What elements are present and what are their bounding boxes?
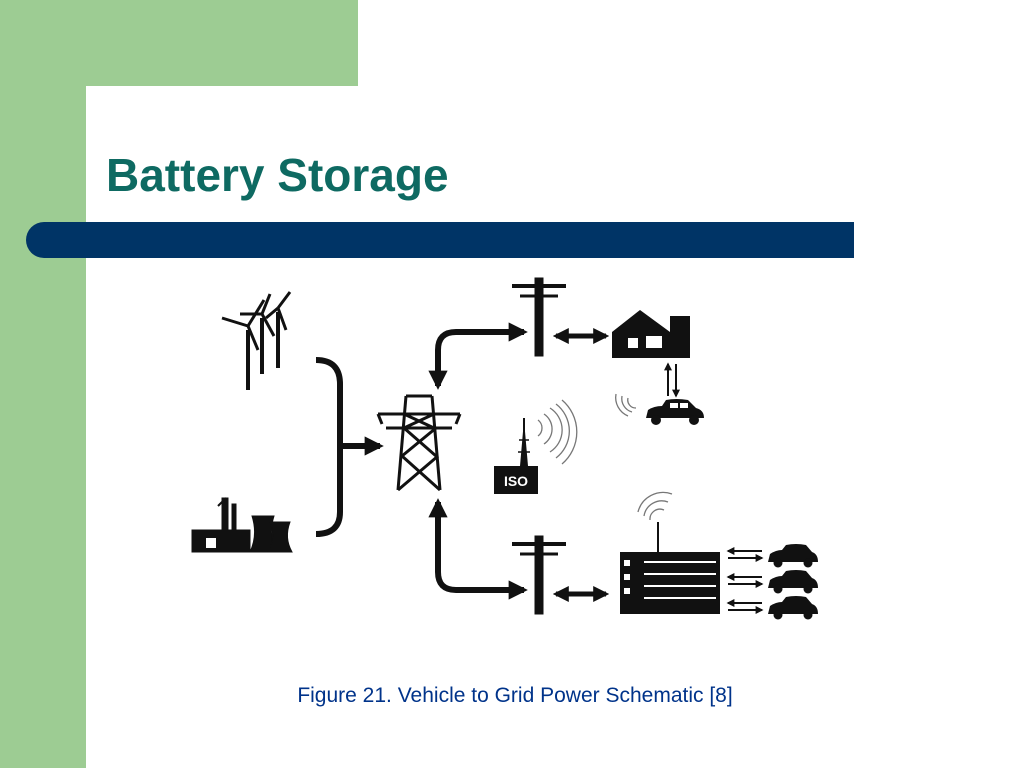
figure-caption: Figure 21. Vehicle to Grid Power Schemat… (297, 684, 733, 707)
supply-connector (315, 357, 343, 537)
v2g-schematic: ISO (191, 277, 818, 620)
car-signal-icon (615, 393, 637, 417)
transmission-tower-icon (376, 394, 462, 492)
title-underline-bar (26, 222, 854, 258)
top-feed-arrow (428, 322, 528, 390)
utility-pole-bottom-icon (512, 535, 566, 615)
iso-tower-icon: ISO (494, 399, 578, 494)
car-icon (768, 570, 818, 594)
power-plant-icon (191, 497, 293, 553)
green-side-strip (0, 0, 86, 768)
wind-turbine-icon (221, 291, 292, 390)
rounded-corner (86, 86, 146, 146)
garage-signal-icon (637, 491, 673, 552)
utility-pole-top-icon (512, 277, 566, 357)
iso-label: ISO (504, 473, 528, 489)
slide-title: Battery Storage (106, 149, 449, 201)
car-icon (646, 399, 704, 425)
car-icon (768, 596, 818, 620)
parking-garage-icon (620, 552, 720, 614)
bottom-feed-arrow (428, 498, 528, 600)
car-icon (768, 544, 818, 568)
garage-cars-arrows (726, 547, 764, 614)
house-icon (612, 310, 690, 358)
